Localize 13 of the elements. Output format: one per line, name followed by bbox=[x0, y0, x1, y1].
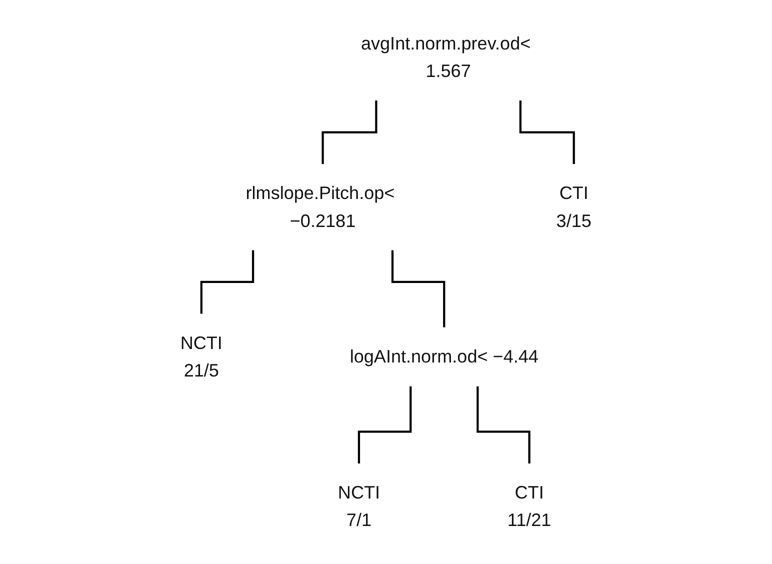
node-text: CTI 11/21 bbox=[508, 482, 552, 530]
node-text: NCTI 7/1 bbox=[338, 482, 380, 530]
connector bbox=[392, 250, 446, 328]
node-text: rlmslope.Pitch.op< −0.2181 bbox=[246, 183, 395, 231]
connector bbox=[322, 100, 378, 166]
node-text: logAInt.norm.od< −4.44 bbox=[350, 346, 539, 367]
connector bbox=[358, 386, 412, 465]
node-text: NCTI 21/5 bbox=[180, 332, 223, 380]
connector bbox=[476, 386, 530, 465]
node-text: CTI 3/15 bbox=[556, 183, 592, 231]
connector bbox=[519, 100, 576, 166]
connector bbox=[200, 250, 254, 315]
node-text: avgInt.norm.prev.od< 1.567 bbox=[361, 34, 531, 81]
